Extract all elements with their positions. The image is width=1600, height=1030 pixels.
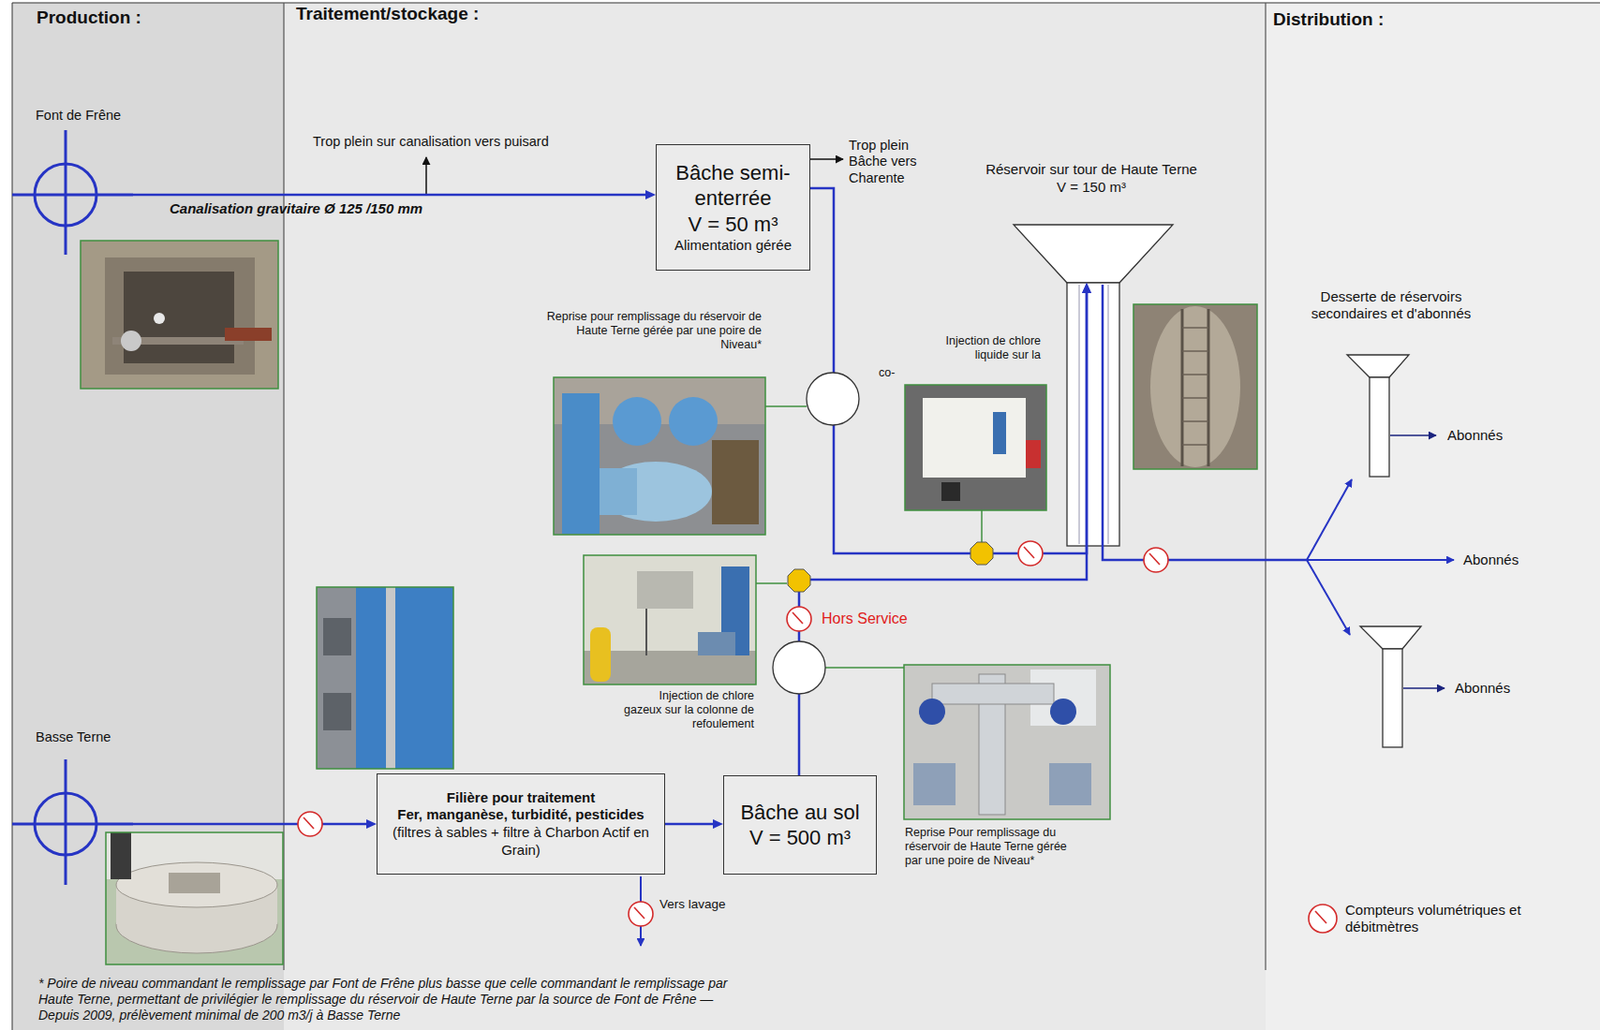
pipe-connector [133, 190, 656, 200]
cut-text: co- [878, 366, 895, 381]
meter-symbol [1143, 548, 1169, 573]
node-title: Filière pour traitement [385, 789, 657, 808]
overflow-arrow [809, 158, 844, 161]
pipe-line [133, 823, 368, 827]
chlorine-injection-symbol [787, 569, 811, 593]
secondary-reservoir [1347, 355, 1409, 378]
frame-line [12, 1, 1600, 3]
photo-chlorine-liquid [904, 385, 1047, 511]
panel-ground [12, 2, 1600, 1030]
overflow-note: Trop plein sur canalisation vers puisard [312, 133, 549, 150]
node-title: Réservoir sur tour de Haute Terne [978, 161, 1204, 179]
legend-meter-sample [1308, 904, 1337, 934]
meter-symbol [297, 812, 323, 837]
meter-symbol [1018, 541, 1043, 566]
node-text: V = 50 m³ [664, 211, 802, 238]
section-divider [1264, 2, 1266, 971]
pump-symbol [806, 372, 860, 426]
arrow-head [712, 819, 724, 830]
water-tower: Réservoir sur tour de Haute TerneV = 150… [978, 161, 1204, 283]
pipe-line [665, 823, 714, 827]
pipe-connector [133, 819, 377, 830]
pipe-label: Canalisation gravitaire Ø 125 /150 mm [169, 200, 423, 218]
arrow-head [1081, 282, 1092, 294]
photo-well [80, 240, 279, 389]
status-note: Hors Service [821, 609, 908, 628]
tower-column [1066, 282, 1120, 547]
pipe-connector [799, 282, 1092, 776]
pipe-connector [810, 188, 1092, 554]
tower-inner-line [1079, 284, 1081, 545]
overflow-arrow [425, 157, 428, 194]
production-panel [12, 2, 284, 1030]
secondary-reservoir [1369, 377, 1390, 477]
section-heading: Production : [36, 7, 142, 30]
meter-symbol [786, 607, 812, 632]
meter-symbol [628, 902, 653, 927]
footnote: * Poire de niveau commandant le rempliss… [38, 976, 751, 1023]
distribution-panel [1265, 2, 1600, 1030]
node-title: Basse Terne [35, 728, 134, 746]
treatment-box: Filière pour traitementFer, manganèse, t… [376, 773, 666, 875]
node-text: Alimentation gérée [664, 237, 802, 255]
photo-pump-station [903, 665, 1111, 820]
distribution-branch [1306, 560, 1350, 636]
tank-box: Bâche semi-enterréeV = 50 m³Alimentation… [655, 144, 811, 271]
tank-box: Bâche au solV = 500 m³ [723, 775, 877, 875]
photo-pump [553, 377, 766, 535]
section-heading: Traitement/stockage : [296, 3, 479, 26]
chlorine-injection-symbol [970, 542, 993, 565]
pump-note: Reprise pour remplissage du réservoir de… [541, 310, 762, 353]
arrow-head [1081, 282, 1092, 294]
injection-note: Injection de chlore liquide sur la [933, 334, 1041, 363]
node-text: Fer, manganèse, turbidité, pesticides [385, 806, 657, 825]
pump-note: Reprise Pour remplissage du réservoir de… [904, 826, 1083, 869]
subscriber-label: Abonnés [1454, 680, 1511, 697]
wash-note: Vers lavage [659, 897, 726, 913]
arrow-head [645, 190, 656, 200]
subscriber-label: Abonnés [1447, 427, 1503, 445]
distribution-pipe [1102, 284, 1307, 561]
subscriber-arrow [1403, 687, 1445, 690]
distribution-note: Desserte de réservoirs secondaires et d'… [1302, 288, 1481, 323]
photo-well-head [105, 832, 283, 965]
tower-funnel [1013, 224, 1173, 283]
subscriber-arrow [1390, 434, 1437, 437]
pipe-connector [665, 819, 724, 830]
frame-line [12, 2, 14, 1030]
source-node: Basse Terne [35, 728, 134, 887]
photo-filters [316, 587, 454, 770]
distribution-branch [1306, 559, 1454, 562]
photo-chlorine-gas [583, 555, 756, 685]
pipe-line [799, 292, 1087, 776]
node-title: Bâche au sol [731, 800, 869, 827]
arrow-head [366, 819, 377, 830]
pipe-line [133, 193, 647, 197]
node-title: Font de Frêne [35, 106, 134, 124]
source-node: Font de Frêne [35, 106, 134, 257]
secondary-reservoir [1360, 626, 1422, 650]
injection-note: Injection de chlore gazeux sur la colonn… [622, 689, 755, 732]
node-text: V = 500 m³ [731, 825, 869, 852]
photo-tower-interior [1133, 304, 1258, 470]
overflow-note: Trop plein Bâche vers Charente [848, 137, 932, 187]
subscriber-label: Abonnés [1463, 551, 1519, 569]
node-text: V = 150 m³ [978, 178, 1204, 197]
secondary-reservoir [1382, 649, 1403, 748]
legend-text: Compteurs volumétriques et débitmètres [1345, 902, 1538, 936]
pipe-line [810, 188, 1087, 554]
tower-inner-line [1108, 284, 1110, 545]
section-heading: Distribution : [1273, 9, 1384, 31]
node-title: Bâche semi-enterrée [664, 160, 802, 212]
pump-symbol [772, 641, 826, 695]
node-text: (filtres à sables + filtre à Charbon Act… [385, 824, 657, 860]
distribution-branch [1306, 479, 1352, 561]
